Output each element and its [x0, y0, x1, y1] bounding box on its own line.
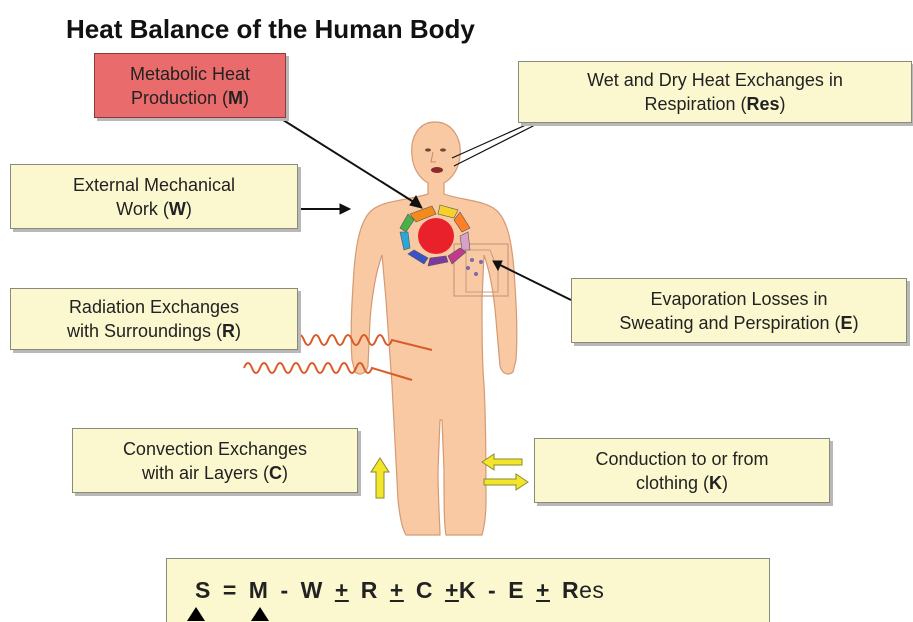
eq-m: M — [249, 577, 269, 603]
mechanical-arrowhead — [340, 204, 350, 214]
equation-text: S=M-W+R+C+K-E+Res — [195, 577, 604, 604]
eq-res: Res — [562, 577, 604, 603]
eq-w: W — [301, 577, 323, 603]
respiration-line — [454, 124, 537, 166]
label-evaporation: Evaporation Losses in Sweating and Persp… — [571, 278, 907, 343]
eq-e: E — [508, 577, 524, 603]
label-respiration-line2: Respiration (Res) — [519, 92, 911, 116]
convection-arrow-icon — [371, 458, 389, 498]
left-eye — [425, 148, 431, 151]
sweat-drop — [466, 266, 470, 270]
conduction-arrow-left-icon — [482, 454, 522, 470]
label-metabolic-line1: Metabolic Heat — [95, 62, 285, 86]
label-convection-line1: Convection Exchanges — [73, 437, 357, 461]
eq-k: K — [459, 577, 476, 603]
label-radiation-line1: Radiation Exchanges — [11, 295, 297, 319]
eq-minus: - — [280, 577, 288, 603]
sweat-drop — [479, 260, 483, 264]
sweat-drop — [474, 272, 478, 276]
label-respiration: Wet and Dry Heat Exchanges in Respiratio… — [518, 61, 912, 123]
label-metabolic-line2: Production (M) — [95, 86, 285, 110]
sweat-drop — [470, 258, 474, 262]
eq-r: R — [361, 577, 378, 603]
label-respiration-line1: Wet and Dry Heat Exchanges in — [519, 68, 911, 92]
label-convection-line2: with air Layers (C) — [73, 461, 357, 485]
radiation-wave-lower — [244, 363, 412, 380]
pointer-m-icon — [251, 607, 269, 621]
mouth — [431, 167, 443, 173]
label-radiation-line2: with Surroundings (R) — [11, 319, 297, 343]
eq-plus-minus: + — [536, 577, 550, 603]
label-evaporation-line2: Sweating and Perspiration (E) — [572, 311, 906, 335]
right-eye — [440, 148, 446, 151]
pointer-s-icon — [187, 607, 205, 621]
conduction-arrow-right-icon — [484, 474, 528, 490]
heart — [418, 218, 454, 254]
eq-plus-minus: + — [335, 577, 349, 603]
eq-c: C — [416, 577, 433, 603]
label-conduction-line2: clothing (K) — [535, 471, 829, 495]
eq-equals: = — [223, 577, 237, 603]
label-radiation: Radiation Exchanges with Surroundings (R… — [10, 288, 298, 350]
label-mechanical-line2: Work (W) — [11, 197, 297, 221]
eq-minus: - — [488, 577, 496, 603]
eq-plus-minus: + — [445, 577, 459, 603]
label-evaporation-line1: Evaporation Losses in — [572, 287, 906, 311]
label-convection: Convection Exchanges with air Layers (C) — [72, 428, 358, 493]
label-conduction-line1: Conduction to or from — [535, 447, 829, 471]
eq-plus-minus: + — [390, 577, 404, 603]
label-mechanical-line1: External Mechanical — [11, 173, 297, 197]
label-conduction: Conduction to or from clothing (K) — [534, 438, 830, 503]
label-metabolic: Metabolic Heat Production (M) — [94, 53, 286, 118]
eq-s: S — [195, 577, 211, 603]
label-mechanical: External Mechanical Work (W) — [10, 164, 298, 229]
respiration-line — [452, 120, 537, 158]
